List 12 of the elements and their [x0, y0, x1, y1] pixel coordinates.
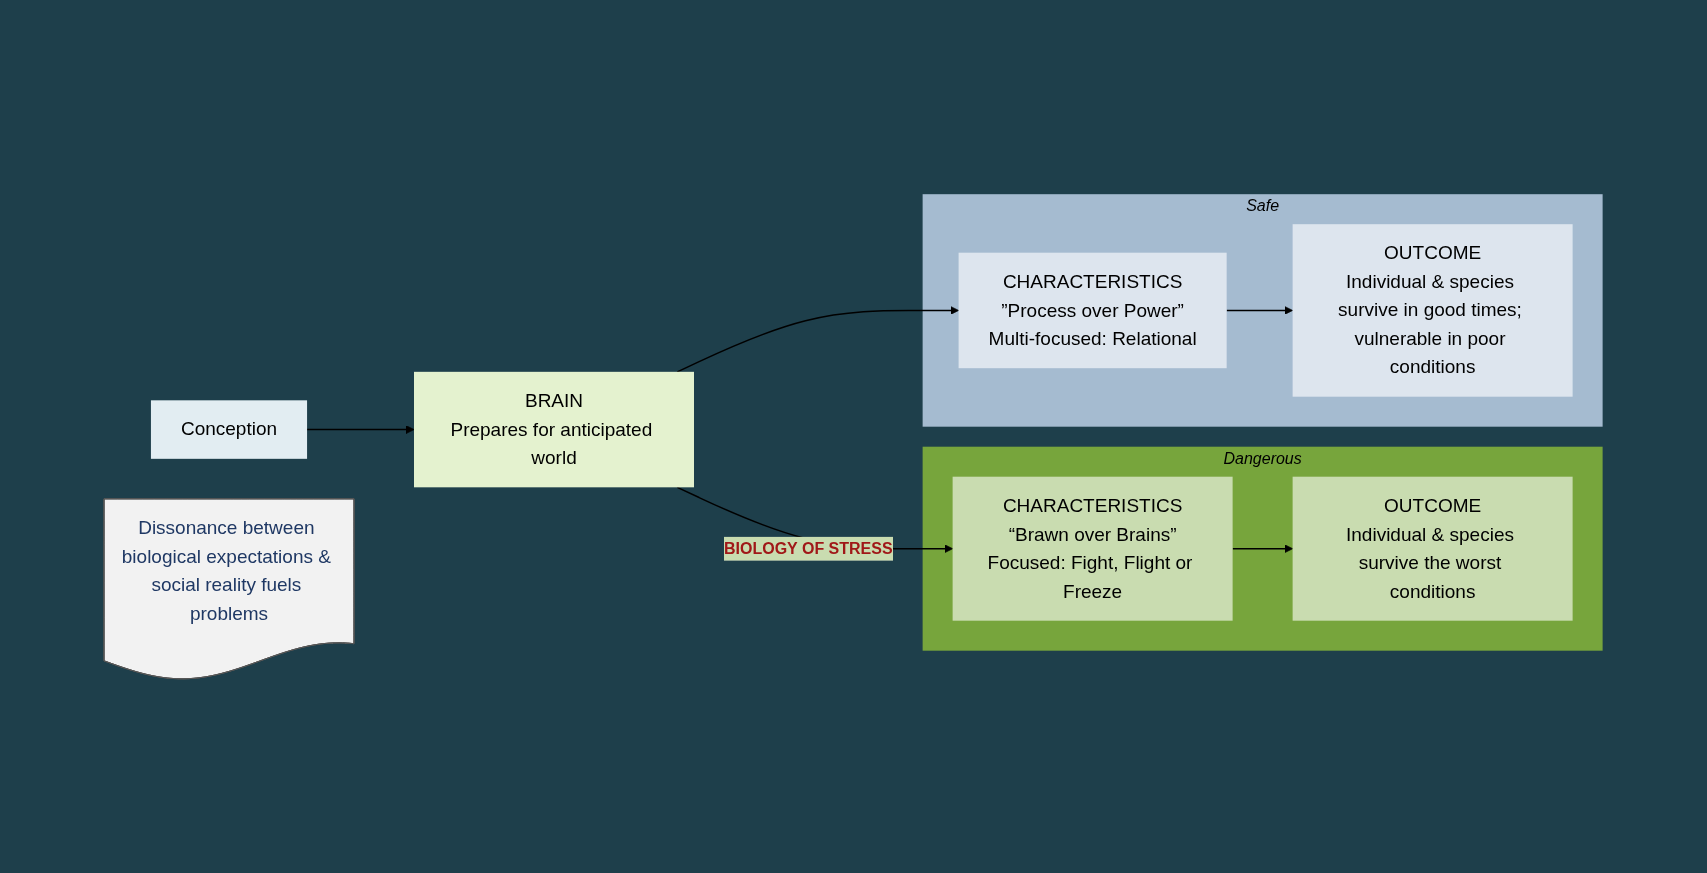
- node-box: [952, 476, 1233, 621]
- arrow: [1232, 544, 1294, 554]
- node-box: [1292, 476, 1573, 621]
- node-box: [1292, 224, 1573, 397]
- arrow: [1226, 306, 1294, 315]
- node-box: [151, 400, 308, 459]
- cluster: [922, 194, 1603, 427]
- cluster: [922, 446, 1603, 651]
- arrow: [676, 306, 960, 373]
- node-box: [958, 252, 1227, 369]
- arrow: [306, 425, 415, 434]
- node-box: [414, 371, 695, 488]
